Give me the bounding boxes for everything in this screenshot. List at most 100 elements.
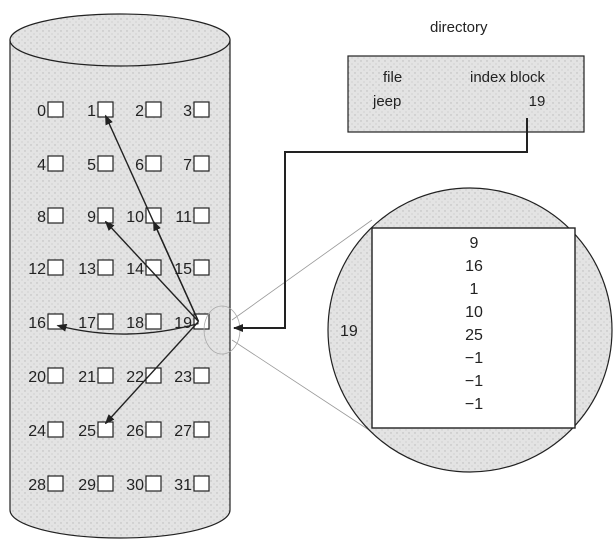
disk-block-label: 30	[126, 477, 144, 494]
index-block-entries: 9 16 1 10 25 −1 −1 −1	[465, 235, 483, 413]
directory-entry-file: jeep	[372, 93, 401, 110]
disk-block-box	[47, 101, 64, 118]
disk-block-label: 18	[126, 315, 144, 332]
index-block-entry: −1	[465, 373, 483, 390]
index-block-label: 19	[340, 323, 358, 340]
disk-block-9: 9	[87, 207, 114, 226]
disk-block-12: 12	[28, 259, 64, 278]
disk-block-17: 17	[78, 313, 114, 332]
zoom-guide-lower	[231, 339, 373, 433]
disk-block-label: 11	[175, 209, 192, 226]
directory-to-index-block-arrow	[233, 118, 528, 332]
disk-block-box	[97, 155, 114, 172]
disk-block-label: 10	[126, 209, 144, 226]
disk-block-box	[97, 313, 114, 330]
index-block-entry: −1	[465, 396, 483, 413]
disk-block-label: 1	[87, 103, 96, 120]
disk-block-24: 24	[28, 421, 64, 440]
disk-block-box	[97, 101, 114, 118]
cylinder-top	[9, 13, 231, 67]
disk-cylinder	[9, 13, 231, 539]
directory-header-file: file	[383, 69, 402, 86]
disk-block-label: 20	[28, 369, 46, 386]
index-block-box	[371, 227, 576, 429]
disk-block-box	[47, 259, 64, 276]
disk-block-label: 14	[126, 261, 144, 278]
disk-block-2: 2	[135, 101, 162, 120]
disk-block-label: 24	[28, 423, 46, 440]
disk-block-label: 12	[28, 261, 46, 278]
disk-block-label: 19	[174, 315, 192, 332]
cylinder-body	[9, 39, 231, 539]
disk-block-29: 29	[78, 475, 114, 494]
disk-block-label: 13	[78, 261, 96, 278]
disk-block-label: 7	[183, 157, 192, 174]
disk-block-box	[145, 155, 162, 172]
disk-block-box	[97, 207, 114, 224]
disk-block-box	[97, 259, 114, 276]
disk-block-14: 14	[126, 259, 162, 278]
pointer-arrow-to-block-10	[152, 220, 200, 322]
index-pointer-arrows	[56, 114, 200, 425]
disk-block-11: 11	[175, 207, 210, 226]
disk-block-label: 16	[28, 315, 46, 332]
disk-block-label: 5	[87, 157, 96, 174]
disk-block-1: 1	[87, 101, 114, 120]
directory-title: directory	[430, 19, 488, 36]
disk-block-box	[47, 207, 64, 224]
disk-block-label: 3	[183, 103, 192, 120]
disk-block-26: 26	[126, 421, 162, 440]
disk-block-box	[47, 475, 64, 492]
disk-block-box	[193, 207, 210, 224]
disk-block-21: 21	[78, 367, 114, 386]
disk-block-box	[145, 259, 162, 276]
disk-block-28: 28	[28, 475, 64, 494]
disk-block-label: 8	[37, 209, 46, 226]
pointer-arrow-to-block-16	[56, 322, 199, 335]
index-block-entry: 10	[465, 304, 483, 321]
index-block-entry: 16	[465, 258, 483, 275]
disk-block-3: 3	[183, 101, 210, 120]
disk-block-box	[193, 475, 210, 492]
disk-block-box	[193, 155, 210, 172]
disk-block-label: 6	[135, 157, 144, 174]
disk-block-box	[193, 259, 210, 276]
pointer-arrow-to-block-9	[104, 220, 200, 322]
disk-block-27: 27	[174, 421, 210, 440]
disk-block-box	[47, 421, 64, 438]
directory-header-index-block: index block	[470, 69, 546, 86]
disk-block-box	[145, 101, 162, 118]
disk-block-6: 6	[135, 155, 162, 174]
disk-block-18: 18	[126, 313, 162, 332]
disk-block-box	[47, 155, 64, 172]
disk-block-label: 2	[135, 103, 144, 120]
disk-block-label: 25	[78, 423, 96, 440]
disk-block-label: 4	[37, 157, 46, 174]
index-block-entry: 25	[465, 327, 483, 344]
disk-block-label: 26	[126, 423, 144, 440]
disk-block-label: 28	[28, 477, 46, 494]
disk-block-0: 0	[37, 101, 64, 120]
pointer-arrow-to-block-25	[104, 321, 200, 425]
disk-block-4: 4	[37, 155, 64, 174]
index-block-entry: −1	[465, 350, 483, 367]
disk-block-box	[145, 421, 162, 438]
disk-block-5: 5	[87, 155, 114, 174]
disk-block-box	[97, 367, 114, 384]
disk-block-15: 15	[174, 259, 210, 278]
disk-block-box	[97, 475, 114, 492]
directory-table	[347, 55, 585, 133]
disk-block-30: 30	[126, 475, 162, 494]
disk-block-box	[47, 367, 64, 384]
disk-block-16: 16	[28, 313, 64, 332]
disk-block-13: 13	[78, 259, 114, 278]
index-block-entry: 1	[470, 281, 479, 298]
directory-entry-index-block: 19	[529, 93, 546, 110]
disk-block-label: 23	[174, 369, 192, 386]
disk-block-label: 9	[87, 209, 96, 226]
disk-block-10: 10	[126, 207, 162, 226]
disk-block-box	[145, 475, 162, 492]
index-block-entry: 9	[470, 235, 479, 252]
